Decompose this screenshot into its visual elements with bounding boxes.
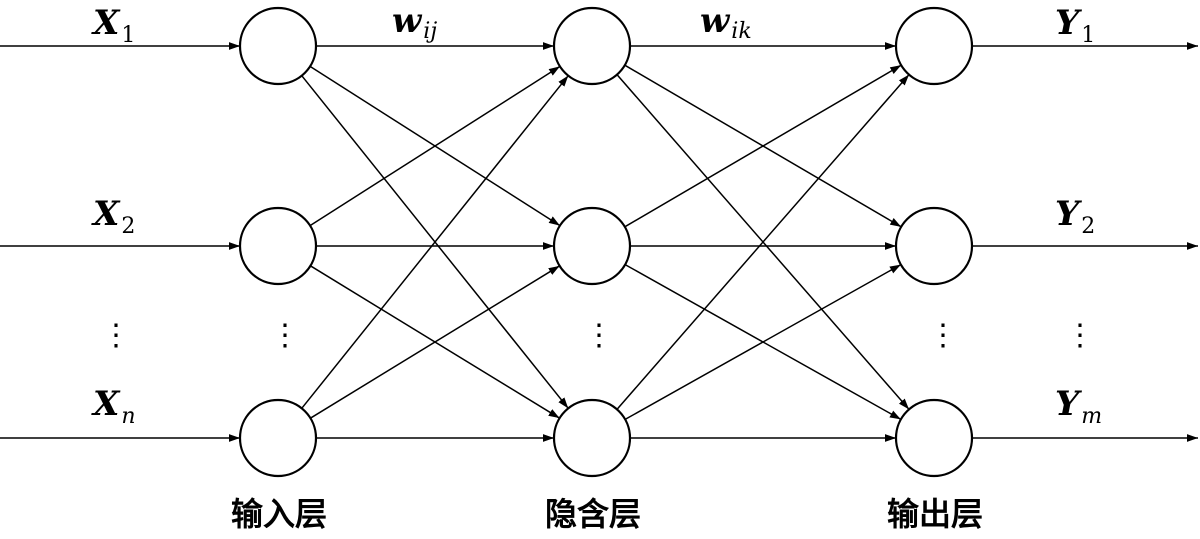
input-label-n: Xn <box>91 384 136 429</box>
edge-hidden-3-to-output-1 <box>616 74 910 410</box>
input-neuron-1 <box>238 6 318 86</box>
connections <box>0 42 1198 442</box>
output-neuron-3 <box>894 398 974 478</box>
edge-input-3-to-hidden-1 <box>301 75 569 409</box>
layer-label-hidden: 隐含层 <box>545 495 641 533</box>
weight-label-ik: wik <box>700 1 752 44</box>
edge-hidden-3-to-output-2 <box>624 263 902 421</box>
hidden-neuron-1 <box>552 6 632 86</box>
ellipsis-input-label: ⋮ <box>101 318 131 353</box>
output-neuron-2 <box>894 206 974 286</box>
edge-input-2-to-hidden-1 <box>309 65 561 227</box>
output-neuron-1 <box>894 6 974 86</box>
layer-label-output: 输出层 <box>887 495 983 533</box>
layer-label-input: 输入层 <box>231 495 327 533</box>
edge-input-3-to-hidden-2 <box>310 265 560 419</box>
input-label-2: X2 <box>91 194 135 239</box>
hidden-neuron-2 <box>552 206 632 286</box>
output-label-1: Y1 <box>1055 3 1095 48</box>
neurons <box>238 6 974 478</box>
edge-hidden-2-to-output-1 <box>624 64 902 228</box>
ellipsis-hidden-layer: ⋮ <box>584 318 614 353</box>
hidden-neuron-3 <box>552 398 632 478</box>
input-neuron-3 <box>238 398 318 478</box>
ellipsis-output-layer: ⋮ <box>928 318 958 353</box>
input-neuron-2 <box>238 206 318 286</box>
ellipsis-input-layer: ⋮ <box>270 318 300 353</box>
input-label-1: X1 <box>91 3 135 48</box>
output-label-2: Y2 <box>1055 194 1095 239</box>
output-label-m: Ym <box>1055 384 1102 429</box>
ellipsis-output-label: ⋮ <box>1065 318 1095 353</box>
weight-label-ij: wij <box>392 1 437 44</box>
